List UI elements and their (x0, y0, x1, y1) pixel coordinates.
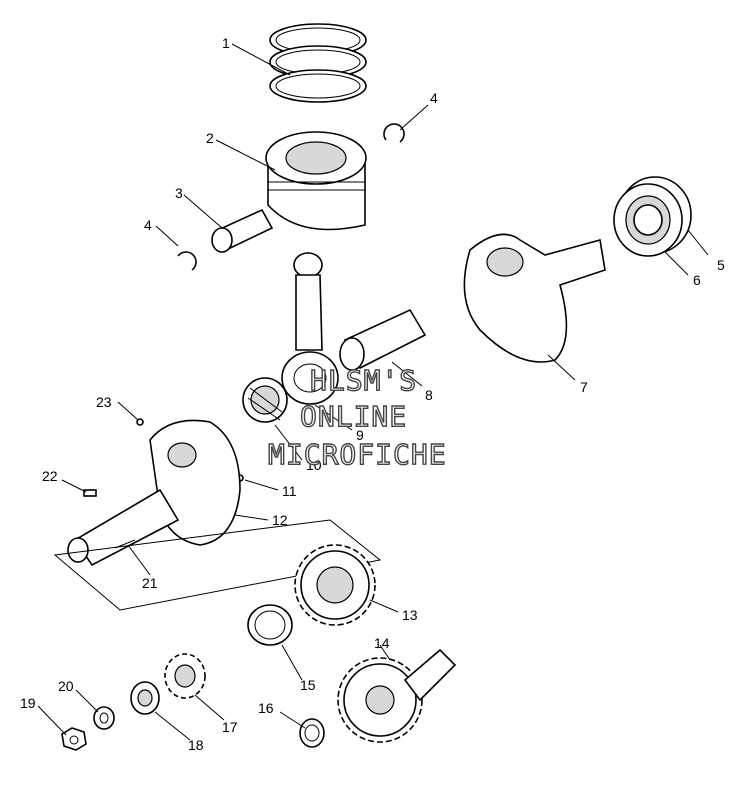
watermark-line-3: MICROFICHE (268, 438, 447, 471)
piston-rings (269, 23, 367, 103)
callout-8: 8 (425, 387, 433, 403)
callout-23: 23 (96, 394, 112, 410)
crankshaft-left-half (67, 419, 241, 567)
callout-22: 22 (42, 468, 58, 484)
callout-16: 16 (258, 700, 274, 716)
callout-20: 20 (58, 678, 74, 694)
callout-14: 14 (374, 635, 390, 651)
callout-17: 17 (222, 719, 238, 735)
callout-13: 13 (402, 607, 418, 623)
crankshaft-right-half (463, 233, 606, 363)
assembly-bracket (53, 519, 382, 611)
main-bearing (613, 176, 692, 257)
callout-19: 19 (20, 695, 36, 711)
needle-bearing (242, 377, 288, 423)
nut (61, 727, 87, 751)
callout-4-upper: 4 (430, 90, 438, 106)
callout-9: 9 (356, 427, 364, 443)
crank-gear (294, 544, 376, 626)
collar (130, 681, 160, 715)
circlip-upper (383, 123, 405, 143)
callout-4-lower: 4 (144, 217, 152, 233)
callout-3: 3 (175, 185, 183, 201)
watermark-line-2: ONLINE (300, 400, 407, 433)
callout-2: 2 (206, 130, 214, 146)
callout-7: 7 (580, 379, 588, 395)
callout-1: 1 (222, 35, 230, 51)
sprocket (164, 653, 206, 699)
piston-pin (211, 208, 274, 253)
circlip-lower (177, 251, 197, 271)
watermark-line-1: HLSM'S (310, 364, 417, 397)
callout-5: 5 (717, 257, 725, 273)
callout-6: 6 (693, 272, 701, 288)
leader-lines (37, 43, 709, 741)
callout-15: 15 (300, 677, 316, 693)
callouts: 1 2 3 4 4 5 6 7 8 9 10 11 12 13 14 15 16… (20, 35, 725, 753)
washer-16 (299, 718, 325, 748)
key-22 (83, 489, 97, 497)
crank-pin (339, 308, 427, 371)
callout-12: 12 (272, 512, 288, 528)
camshaft-gear (337, 648, 457, 743)
piston (265, 131, 367, 231)
callout-21: 21 (142, 575, 158, 591)
callout-18: 18 (188, 737, 204, 753)
watermark: HLSM'S ONLINE MICROFICHE (267, 363, 447, 471)
callout-10: 10 (306, 457, 322, 473)
connecting-rod (281, 252, 339, 405)
washer-20 (93, 706, 115, 730)
washer-15 (247, 604, 293, 646)
pin-23 (136, 418, 144, 426)
callout-11: 11 (282, 483, 297, 499)
